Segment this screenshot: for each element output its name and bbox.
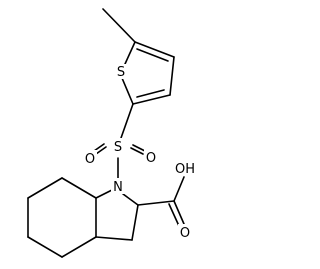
bond-thiophene-c3-c2-inner [136, 89, 165, 98]
atom-oxygen-left-text: O [85, 152, 95, 167]
atom-sulfur-sulfonyl: S [111, 138, 125, 155]
bond-thiophene-s-c5 [124, 41, 136, 65]
bond-s-o-right-b [130, 147, 144, 155]
bond-n-c2 [122, 193, 139, 206]
bond-thiophene-c4-c3 [169, 56, 175, 96]
bond-thiophene-c5-c4 [134, 41, 175, 58]
atom-oxygen-carbonyl-text: O [180, 226, 190, 241]
chemical-structure: S S O O N O OH [27, 8, 198, 258]
bond-s-o-right-a [132, 144, 146, 152]
bond-c7a-c7 [61, 177, 97, 199]
bonds [27, 8, 185, 258]
atom-oxygen-left: O [83, 150, 97, 167]
bond-thiophene-c3-c2 [132, 94, 171, 105]
bond-c2-carboxyl [137, 200, 175, 206]
atom-sulfur-thiophene: S [114, 64, 128, 80]
bond-c2-sulfonyl [120, 103, 134, 139]
atom-nitrogen: N [111, 178, 126, 195]
bond-s-o-left-a [95, 146, 107, 155]
atom-oxygen-right: O [144, 149, 158, 166]
bond-c2-c3 [131, 204, 139, 241]
bond-carboxyl-carbonyl-a [173, 200, 185, 225]
bond-thiophene-c5-c4-inner [136, 48, 169, 62]
atom-nitrogen-text: N [113, 180, 123, 195]
atom-hydroxyl: OH [172, 160, 198, 177]
bond-c7-c6 [27, 177, 63, 199]
bond-methyl [102, 8, 136, 43]
bond-c4-c3a [61, 236, 97, 258]
bond-thiophene-c2-s [121, 77, 134, 105]
bond-carboxyl-hydroxyl [173, 176, 185, 202]
bond-carboxyl-carbonyl-b [168, 203, 180, 227]
atom-oxygen-right-text: O [146, 151, 156, 166]
atom-sulfur-thiophene-text: S [117, 65, 125, 80]
bond-s-o-left-b [93, 143, 105, 152]
bond-c7a-n [95, 189, 113, 199]
atom-oxygen-carbonyl: O [178, 224, 193, 241]
atom-hydroxyl-text: OH [175, 162, 195, 177]
atom-labels: S S O O N O OH [83, 64, 198, 241]
bond-c5-c4 [27, 236, 63, 258]
bond-c3-c3a [95, 236, 133, 241]
atom-sulfur-sulfonyl-text: S [114, 140, 122, 155]
